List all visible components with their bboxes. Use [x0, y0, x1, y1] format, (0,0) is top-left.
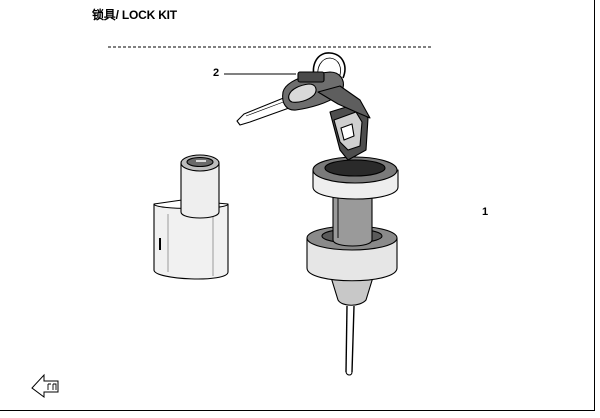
callout-ignition-switch: 1	[482, 206, 489, 218]
barrel-lock	[153, 154, 229, 280]
callout-key: 2	[213, 67, 220, 79]
front-arrow-icon	[31, 373, 59, 398]
page-title: 锁具/ LOCK KIT	[92, 8, 177, 22]
wire	[345, 305, 348, 373]
key-blade	[236, 96, 290, 126]
drawing-frame	[0, 0, 595, 411]
ignition-switch	[306, 85, 399, 376]
key-ring	[312, 52, 346, 81]
